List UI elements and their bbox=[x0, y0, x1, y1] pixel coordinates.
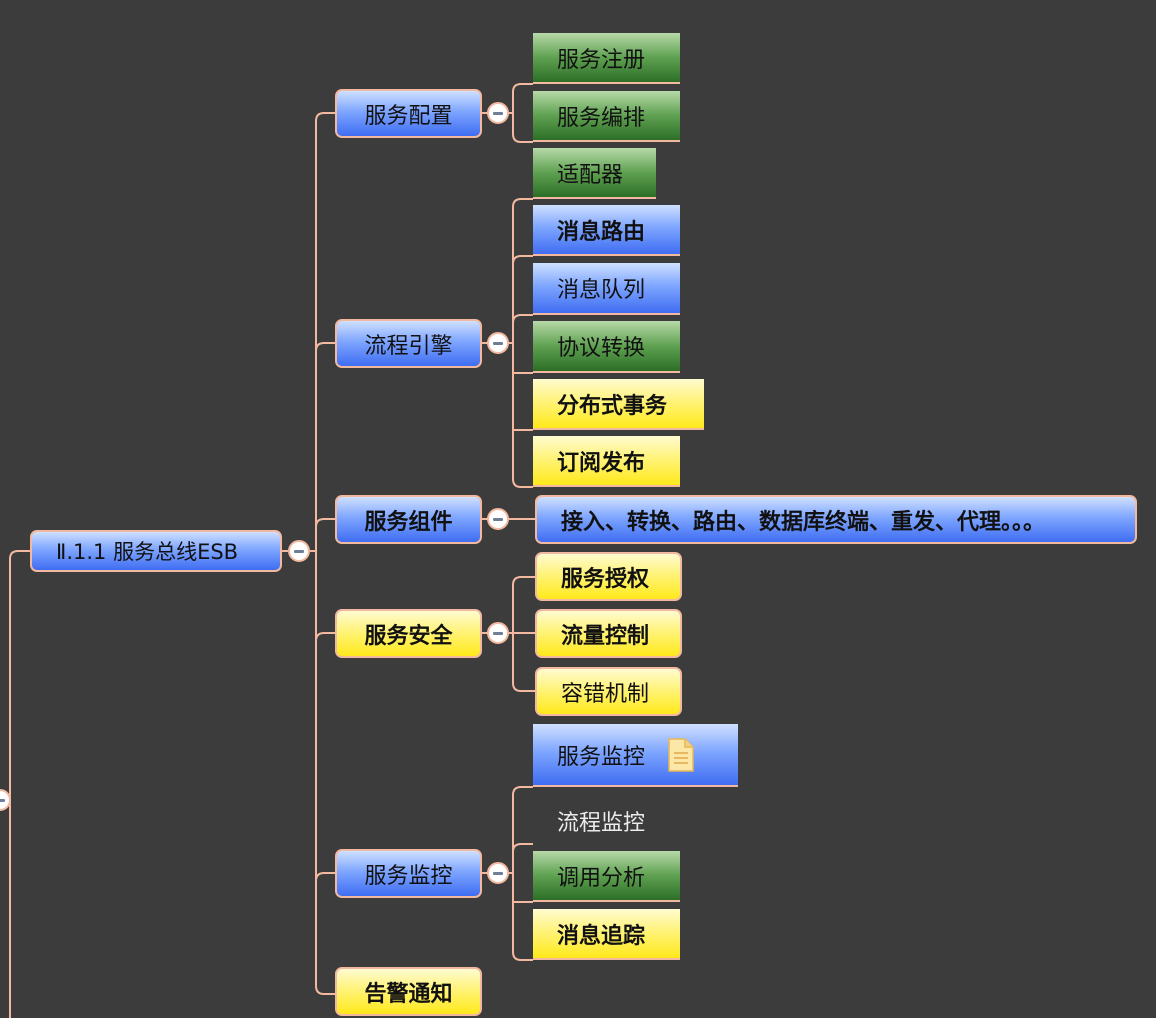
branch-label: 流程引擎 bbox=[364, 333, 453, 359]
leaf-label: 流量控制 bbox=[561, 623, 650, 649]
root-node[interactable]: Ⅱ.1.1 服务总线ESB bbox=[30, 530, 282, 572]
leaf-traffic-control[interactable]: 流量控制 bbox=[535, 609, 682, 658]
leaf-message-routing[interactable]: 消息路由 bbox=[533, 205, 680, 256]
leaf-label: 分布式事务 bbox=[557, 393, 668, 419]
config-collapse-toggle[interactable] bbox=[487, 102, 509, 124]
leaf-publish-subscribe[interactable]: 订阅发布 bbox=[533, 436, 680, 487]
branch-label: 服务配置 bbox=[364, 103, 453, 129]
minus-circle-icon bbox=[294, 549, 304, 553]
engine-collapse-toggle[interactable] bbox=[487, 332, 509, 354]
leaf-message-queue[interactable]: 消息队列 bbox=[533, 263, 680, 315]
components-collapse-toggle[interactable] bbox=[487, 508, 509, 530]
branch-service-config[interactable]: 服务配置 bbox=[335, 89, 482, 138]
leaf-label: 消息队列 bbox=[557, 278, 646, 303]
minus-circle-icon bbox=[493, 631, 503, 635]
root-collapse-toggle[interactable] bbox=[288, 540, 310, 562]
leaf-fault-tolerance[interactable]: 容错机制 bbox=[535, 667, 682, 716]
minus-circle-icon bbox=[493, 871, 503, 875]
leaf-service-authorization[interactable]: 服务授权 bbox=[535, 552, 682, 601]
leaf-protocol-conversion[interactable]: 协议转换 bbox=[533, 321, 680, 373]
leaf-process-monitor[interactable]: 流程监控 bbox=[533, 797, 680, 844]
monitor-collapse-toggle[interactable] bbox=[487, 862, 509, 884]
root-label: Ⅱ.1.1 服务总线ESB bbox=[56, 540, 239, 564]
leaf-adapter[interactable]: 适配器 bbox=[533, 148, 656, 199]
minus-circle-icon bbox=[493, 341, 503, 345]
security-collapse-toggle[interactable] bbox=[487, 622, 509, 644]
leaf-label: 服务注册 bbox=[557, 47, 646, 73]
note-document-icon[interactable] bbox=[667, 737, 695, 773]
leaf-label: 订阅发布 bbox=[557, 450, 646, 476]
minus-circle-icon bbox=[493, 111, 503, 115]
branch-label: 服务组件 bbox=[364, 509, 453, 535]
leaf-label: 适配器 bbox=[557, 162, 624, 188]
leaf-label: 调用分析 bbox=[557, 865, 646, 891]
leaf-call-analysis[interactable]: 调用分析 bbox=[533, 851, 680, 902]
branch-label: 服务监控 bbox=[364, 863, 453, 889]
minus-circle-icon bbox=[493, 517, 503, 521]
leaf-service-orchestration[interactable]: 服务编排 bbox=[533, 91, 680, 142]
branch-alert-notification[interactable]: 告警通知 bbox=[335, 967, 482, 1016]
leaf-component-list[interactable]: 接入、转换、路由、数据库终端、重发、代理。。。 bbox=[535, 495, 1137, 544]
leaf-label: 容错机制 bbox=[561, 681, 650, 707]
leaf-service-register[interactable]: 服务注册 bbox=[533, 33, 680, 84]
leaf-label: 协议转换 bbox=[557, 336, 646, 361]
branch-process-engine[interactable]: 流程引擎 bbox=[335, 319, 482, 368]
leaf-label: 流程监控 bbox=[557, 810, 646, 836]
branch-label: 告警通知 bbox=[364, 981, 453, 1007]
leaf-label: 服务编排 bbox=[557, 105, 646, 131]
leaf-message-tracking[interactable]: 消息追踪 bbox=[533, 909, 680, 960]
leaf-label: 服务授权 bbox=[561, 566, 650, 592]
leaf-label: 消息追踪 bbox=[557, 923, 646, 949]
branch-service-security[interactable]: 服务安全 bbox=[335, 609, 482, 658]
branch-service-components[interactable]: 服务组件 bbox=[335, 495, 482, 544]
leaf-service-monitor[interactable]: 服务监控 bbox=[533, 724, 738, 787]
leaf-distributed-transaction[interactable]: 分布式事务 bbox=[533, 379, 704, 430]
minus-circle-icon bbox=[0, 798, 5, 802]
leaf-label: 消息路由 bbox=[557, 219, 646, 245]
branch-label: 服务安全 bbox=[364, 623, 453, 649]
leaf-label: 服务监控 bbox=[557, 744, 646, 770]
leaf-label: 接入、转换、路由、数据库终端、重发、代理。。。 bbox=[561, 509, 1046, 535]
branch-service-monitoring[interactable]: 服务监控 bbox=[335, 849, 482, 898]
